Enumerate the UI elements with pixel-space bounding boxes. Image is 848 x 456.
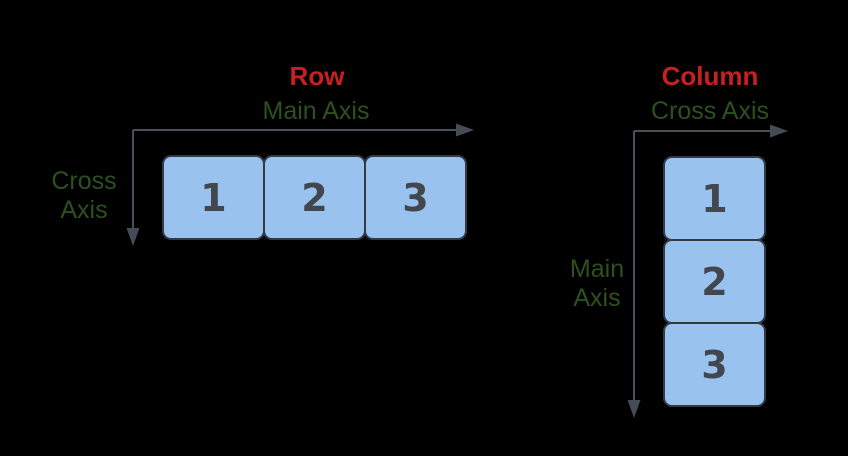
column-figure-title: Column (661, 61, 759, 91)
row-cross-axis-label-line1: Cross (51, 167, 117, 195)
column-main-axis-arrow (627, 131, 641, 418)
row-flex-item-3-number: 3 (402, 175, 429, 220)
row-cross-axis-label: Cross Axis (51, 167, 116, 225)
row-items: 1 2 3 (162, 155, 467, 240)
column-flex-item-3-number: 3 (701, 342, 728, 387)
column-flex-item-1: 1 (663, 156, 766, 241)
column-items: 1 2 3 (663, 156, 766, 407)
column-flex-item-2: 2 (663, 239, 766, 324)
row-cross-axis-arrow (126, 130, 140, 246)
column-main-axis-label-line1: Main (569, 255, 625, 283)
column-cross-axis-arrow (634, 124, 788, 138)
row-main-axis-arrow (133, 123, 474, 137)
column-flex-item-1-number: 1 (701, 176, 728, 221)
row-figure-title: Row (289, 61, 345, 91)
row-flex-item-2-number: 2 (301, 175, 328, 220)
column-main-axis-label-line2: Axis (573, 284, 621, 312)
row-flex-item-3: 3 (364, 155, 467, 240)
row-cross-axis-label-line2: Axis (60, 196, 108, 224)
row-main-axis-label: Main Axis (262, 97, 370, 125)
column-cross-axis-label: Cross Axis (650, 97, 770, 125)
row-flex-item-1-number: 1 (200, 175, 227, 220)
row-flex-item-1: 1 (162, 155, 265, 240)
column-flex-item-3: 3 (663, 322, 766, 407)
row-flex-item-2: 2 (263, 155, 366, 240)
column-main-axis-label: Main Axis (570, 255, 624, 313)
column-flex-item-2-number: 2 (701, 259, 728, 304)
